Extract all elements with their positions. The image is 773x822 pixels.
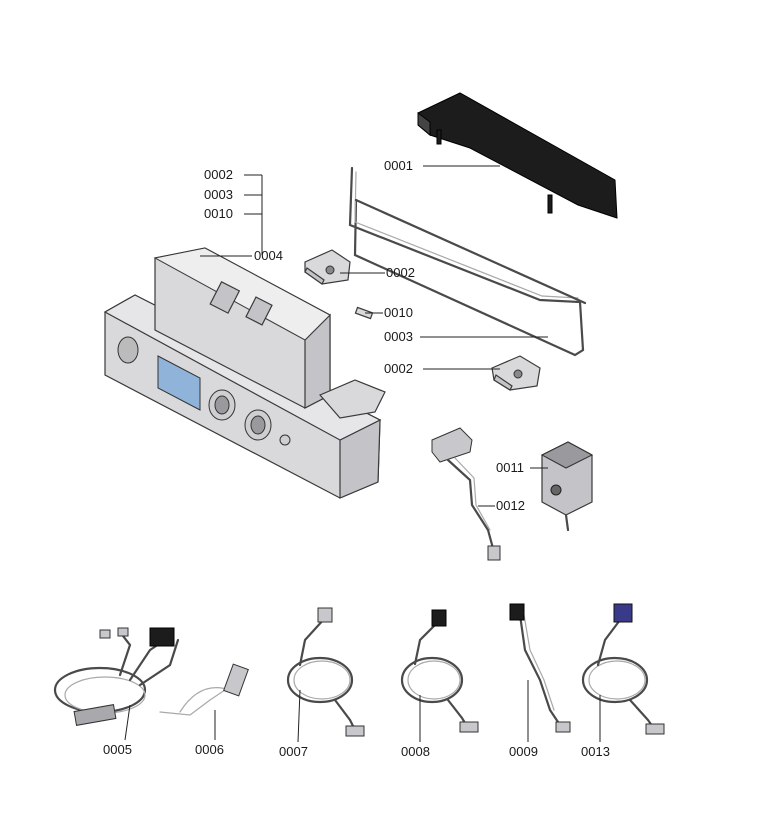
part-0003-frame <box>348 166 587 357</box>
leader-lines <box>124 165 601 743</box>
label-0005: 0005 <box>103 742 132 757</box>
part-0002-bracket-upper <box>304 249 351 285</box>
part-labels: 0001 0002 0003 0010 0004 0002 0010 0003 … <box>103 158 610 759</box>
label-0002-c: 0002 <box>384 361 413 376</box>
label-0010-a: 0010 <box>204 206 233 221</box>
part-0012-harness <box>431 427 501 561</box>
label-0007: 0007 <box>279 744 308 759</box>
part-0009-cable <box>509 603 571 733</box>
part-0001-cover <box>417 92 618 219</box>
label-0001: 0001 <box>384 158 413 173</box>
label-0008: 0008 <box>401 744 430 759</box>
part-0011-transformer <box>540 441 594 532</box>
part-0008-cable <box>400 609 479 733</box>
label-0012: 0012 <box>496 498 525 513</box>
part-0007-cable <box>286 607 365 737</box>
control-panel-assembly <box>103 247 386 499</box>
part-0006-sensor <box>159 663 249 716</box>
part-0013-cable <box>581 603 665 735</box>
label-0002-a: 0002 <box>204 167 233 182</box>
part-0002-bracket-lower <box>491 355 541 391</box>
label-0006: 0006 <box>195 742 224 757</box>
label-0002-b: 0002 <box>386 265 415 280</box>
part-0005-harness <box>53 627 180 726</box>
label-0013: 0013 <box>581 744 610 759</box>
label-0009: 0009 <box>509 744 538 759</box>
label-0003-b: 0003 <box>384 329 413 344</box>
label-0004: 0004 <box>254 248 283 263</box>
label-0011: 0011 <box>496 460 524 475</box>
label-0010-b: 0010 <box>384 305 413 320</box>
part-0010-pin <box>354 306 374 320</box>
label-0003-a: 0003 <box>204 187 233 202</box>
